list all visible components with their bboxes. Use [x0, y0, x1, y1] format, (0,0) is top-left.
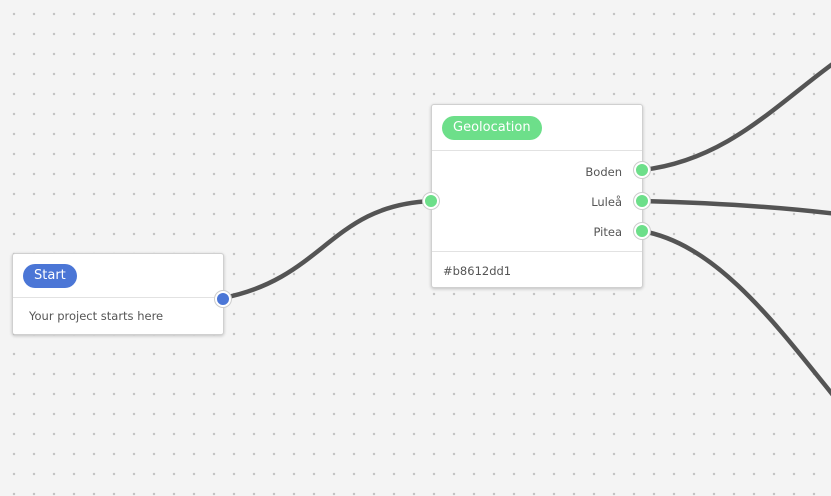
- start-node-description: Your project starts here: [29, 309, 164, 323]
- geolocation-node[interactable]: Geolocation Boden Luleå Piteа #b8612dd1: [423, 104, 650, 288]
- start-output-port[interactable]: [215, 291, 231, 307]
- geolocation-node-id: #b8612dd1: [443, 264, 512, 278]
- geolocation-input-port[interactable]: [423, 193, 439, 209]
- start-node-header[interactable]: Start: [13, 254, 223, 298]
- edge-pitea-out[interactable]: [639, 228, 831, 410]
- geolocation-node-header[interactable]: Geolocation: [432, 105, 642, 151]
- output-label-boden: Boden: [585, 165, 622, 179]
- output-port-boden[interactable]: [634, 162, 650, 178]
- output-port-pitea[interactable]: [634, 223, 650, 239]
- output-port-lulea[interactable]: [634, 193, 650, 209]
- start-node[interactable]: Start Your project starts here: [12, 253, 231, 335]
- output-label-pitea: Piteа: [593, 225, 622, 239]
- edge-boden-out[interactable]: [639, 55, 831, 173]
- edge-start-to-geolocation[interactable]: [220, 198, 435, 301]
- output-label-lulea: Luleå: [591, 195, 622, 209]
- geolocation-node-divider: [432, 251, 642, 252]
- edge-lulea-out[interactable]: [639, 198, 831, 216]
- geolocation-node-title: Geolocation: [442, 115, 542, 140]
- start-node-body: Your project starts here: [13, 298, 223, 334]
- start-node-title: Start: [23, 263, 77, 288]
